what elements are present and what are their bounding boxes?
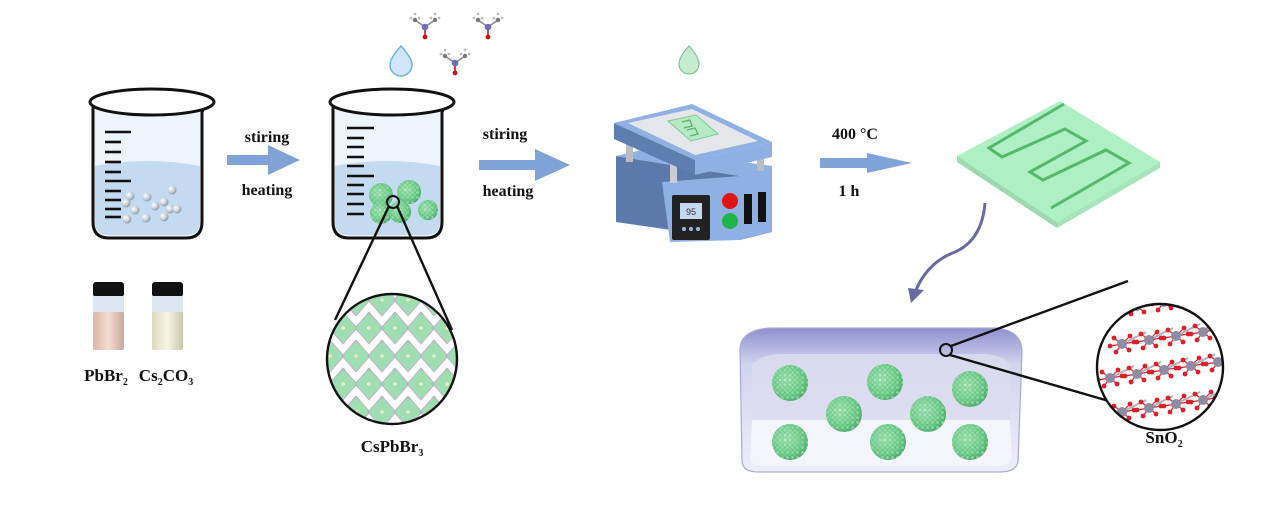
dmf-molecule-icon — [472, 12, 504, 40]
nanocrystal-ink-droplet-icon — [678, 45, 700, 75]
sn-atom — [1171, 331, 1181, 341]
process-arrow-2: stiring heating — [479, 126, 570, 200]
dmf-molecules — [409, 12, 504, 76]
arrow-1-label-top: stiring — [245, 129, 289, 146]
pbbr6-octahedron — [445, 339, 457, 373]
pbbr6-octahedron — [459, 368, 487, 400]
sn-atom — [1186, 361, 1196, 371]
sn-atom — [1105, 305, 1115, 315]
pbbr6-octahedron — [445, 395, 457, 424]
start-button-green-icon — [722, 213, 738, 229]
sno2-film-tray — [739, 327, 1023, 473]
hotplate: 95 — [614, 104, 772, 242]
sn-atom — [1159, 365, 1169, 375]
sn-atom — [1186, 293, 1196, 303]
sn-atom — [1198, 395, 1208, 405]
sn-atom — [1144, 335, 1154, 345]
label-pbbr2: PbBr2 — [84, 366, 128, 388]
arrow-1-label-bottom: heating — [242, 182, 293, 199]
sn-atom — [1171, 399, 1181, 409]
vial-pbbr2 — [93, 282, 124, 350]
sno2-crystal-inset — [949, 279, 1235, 432]
tray-nanocrystals — [772, 364, 988, 460]
vial-cs2co3 — [152, 282, 183, 350]
hotplate-temperature-display: 95 — [686, 207, 696, 217]
dmf-molecule-icon — [439, 48, 471, 76]
label-sno2: SnO2 — [1145, 428, 1182, 450]
sn-atom — [1132, 369, 1142, 379]
sn-atom — [1198, 327, 1208, 337]
sn-atom — [1213, 357, 1223, 367]
sn-atom — [1117, 339, 1127, 349]
sn-atom — [1225, 323, 1235, 333]
sn-atom — [1144, 403, 1154, 413]
process-arrow-1: stiring heating — [227, 129, 300, 199]
beaker-precursor — [88, 87, 216, 240]
sn-atom — [1213, 289, 1223, 299]
sn-atom — [1105, 373, 1115, 383]
process-arrow-3: 400 °C 1 h — [820, 126, 912, 200]
graduation-marks — [105, 130, 131, 219]
pbbr6-octahedron — [459, 312, 487, 344]
solvent-droplet-icon — [389, 44, 413, 77]
pbbr6-octahedron — [445, 294, 457, 317]
precursor-particles — [121, 185, 182, 224]
anneal-time-label: 1 h — [839, 183, 860, 200]
label-cs2co3: Cs2CO3 — [139, 366, 193, 388]
sn-atom — [1225, 391, 1235, 401]
pbbr6-octahedron — [327, 395, 345, 424]
curved-arrow — [914, 202, 987, 291]
gas-sensor-electrode — [957, 101, 1160, 228]
arrow-2-label-top: stiring — [483, 126, 527, 143]
beaker-reaction — [328, 87, 456, 240]
power-button-red-icon — [722, 193, 738, 209]
zoom-origin-circle-sno2 — [939, 343, 953, 357]
zoom-origin-circle — [386, 195, 400, 209]
curved-arrow-head — [908, 288, 924, 303]
arrow-2-label-bottom: heating — [483, 183, 534, 200]
anneal-temperature-label: 400 °C — [832, 126, 878, 143]
dmf-molecule-icon — [409, 12, 441, 40]
label-cspbbr3: CsPbBr3 — [361, 437, 424, 459]
